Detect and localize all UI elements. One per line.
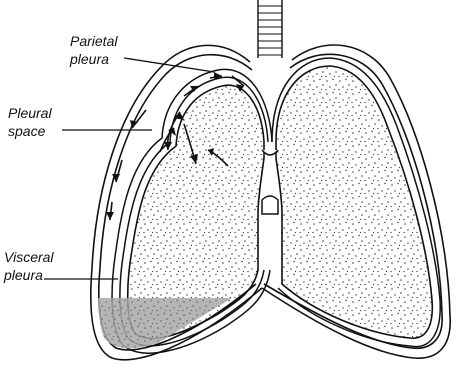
- trachea: [258, 0, 282, 58]
- visceral-pleura-label-line1: Visceral: [4, 249, 54, 265]
- parietal-pleura-label-line2: pleura: [69, 51, 109, 67]
- visceral-pleura-label-line2: pleura: [3, 267, 43, 283]
- parietal-pleura-label-line1: Parietal: [70, 33, 118, 49]
- pleural-space-label-line1: Pleural: [8, 105, 52, 121]
- right-lung: [276, 66, 432, 338]
- pleural-space-label-line2: space: [8, 123, 46, 139]
